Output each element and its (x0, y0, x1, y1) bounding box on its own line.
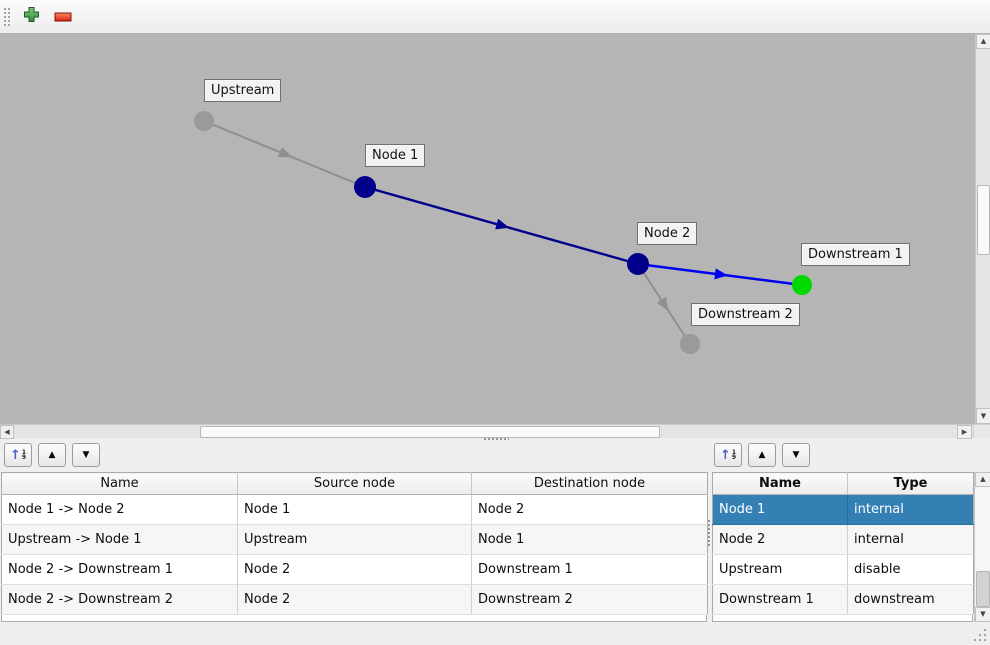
column-header[interactable]: Source node (237, 472, 472, 495)
move-row-up-button[interactable]: ▲ (38, 443, 66, 467)
node-label[interactable]: Upstream (204, 79, 282, 102)
node-label[interactable]: Downstream 2 (691, 303, 800, 326)
triangle-down-icon: ▼ (980, 411, 987, 420)
table-cell[interactable]: disable (847, 554, 974, 585)
table-cell[interactable]: downstream (847, 584, 974, 615)
triangle-left-icon: ◀ (4, 427, 10, 436)
triangle-down-icon: ▼ (82, 449, 90, 460)
scrollbar-corner (973, 424, 990, 438)
triangle-down-icon: ▼ (792, 449, 800, 460)
main-toolbar (0, 0, 990, 34)
table-cell[interactable]: Upstream -> Node 1 (1, 524, 238, 555)
remove-button[interactable] (50, 4, 76, 29)
node-label[interactable]: Node 1 (365, 144, 426, 167)
table-cell[interactable]: Node 1 (712, 494, 848, 525)
edge-arrow-icon (714, 268, 728, 280)
scroll-down-button[interactable]: ▼ (975, 607, 990, 622)
nodes-table-empty-area (712, 615, 973, 622)
graph-node[interactable] (627, 253, 649, 275)
table-cell[interactable]: Node 2 (712, 524, 848, 555)
scroll-down-button[interactable]: ▼ (976, 408, 990, 424)
column-header[interactable]: Name (712, 472, 848, 495)
table-cell[interactable]: Node 2 -> Downstream 2 (1, 584, 238, 615)
toolbar-drag-handle[interactable] (3, 7, 11, 27)
canvas-horizontal-scrollbar[interactable]: ◀ ▶ (0, 424, 973, 439)
column-header[interactable]: Name (1, 472, 238, 495)
table-cell[interactable]: Node 1 (471, 524, 708, 555)
table-cell[interactable]: Downstream 2 (471, 584, 708, 615)
scroll-left-button[interactable]: ◀ (0, 425, 14, 439)
edge-arrow-icon (656, 296, 669, 311)
edges-table-empty-area (1, 615, 707, 622)
scroll-up-button[interactable]: ▲ (976, 34, 990, 49)
table-cell[interactable]: Upstream (712, 554, 848, 585)
scroll-right-button[interactable]: ▶ (957, 425, 972, 439)
graph-node[interactable] (792, 275, 812, 295)
graph-node[interactable] (354, 176, 376, 198)
table-cell[interactable]: Downstream 1 (471, 554, 708, 585)
nodes-scrollbar-thumb[interactable] (976, 571, 990, 607)
triangle-up-icon: ▲ (758, 449, 766, 460)
add-button[interactable] (18, 4, 44, 29)
table-cell[interactable]: internal (847, 494, 974, 525)
triangle-right-icon: ▶ (961, 427, 968, 436)
move-row-up-button[interactable]: ▲ (748, 443, 776, 467)
move-row-down-button[interactable]: ▼ (782, 443, 810, 467)
graph-node[interactable] (680, 334, 700, 354)
edge-arrow-icon (495, 218, 510, 230)
table-cell[interactable]: Node 1 -> Node 2 (1, 494, 238, 525)
horizontal-splitter-handle[interactable] (483, 437, 509, 441)
minus-icon (54, 7, 72, 26)
table-cell[interactable]: Node 2 (237, 584, 472, 615)
triangle-up-icon: ▲ (980, 475, 986, 483)
vertical-scrollbar-thumb[interactable] (977, 185, 990, 255)
graph-node[interactable] (194, 111, 214, 131)
vertical-splitter-handle[interactable] (707, 519, 712, 547)
plus-icon (23, 6, 40, 27)
triangle-up-icon: ▲ (48, 449, 56, 460)
table-cell[interactable]: Upstream (237, 524, 472, 555)
table-cell[interactable]: Node 2 (237, 554, 472, 585)
node-label[interactable]: Node 2 (637, 222, 698, 245)
scroll-up-button[interactable]: ▲ (975, 472, 990, 487)
table-cell[interactable]: Node 2 (471, 494, 708, 525)
table-cell[interactable]: internal (847, 524, 974, 555)
edge-arrow-icon (277, 147, 292, 158)
window-resize-grip[interactable] (973, 626, 989, 644)
column-header[interactable]: Destination node (471, 472, 708, 495)
nodes-table-scrollbar[interactable]: ▲ ▼ (974, 472, 990, 622)
column-header[interactable]: Type (847, 472, 974, 495)
table-cell[interactable]: Downstream 1 (712, 584, 848, 615)
table-cell[interactable]: Node 2 -> Downstream 1 (1, 554, 238, 585)
node-label[interactable]: Downstream 1 (801, 243, 910, 266)
table-cell[interactable]: Node 1 (237, 494, 472, 525)
triangle-up-icon: ▲ (980, 37, 987, 45)
horizontal-scrollbar-thumb[interactable] (200, 426, 660, 438)
triangle-down-icon: ▼ (980, 610, 986, 618)
move-row-down-button[interactable]: ▼ (72, 443, 100, 467)
canvas-vertical-scrollbar[interactable]: ▲ ▼ (975, 34, 990, 424)
